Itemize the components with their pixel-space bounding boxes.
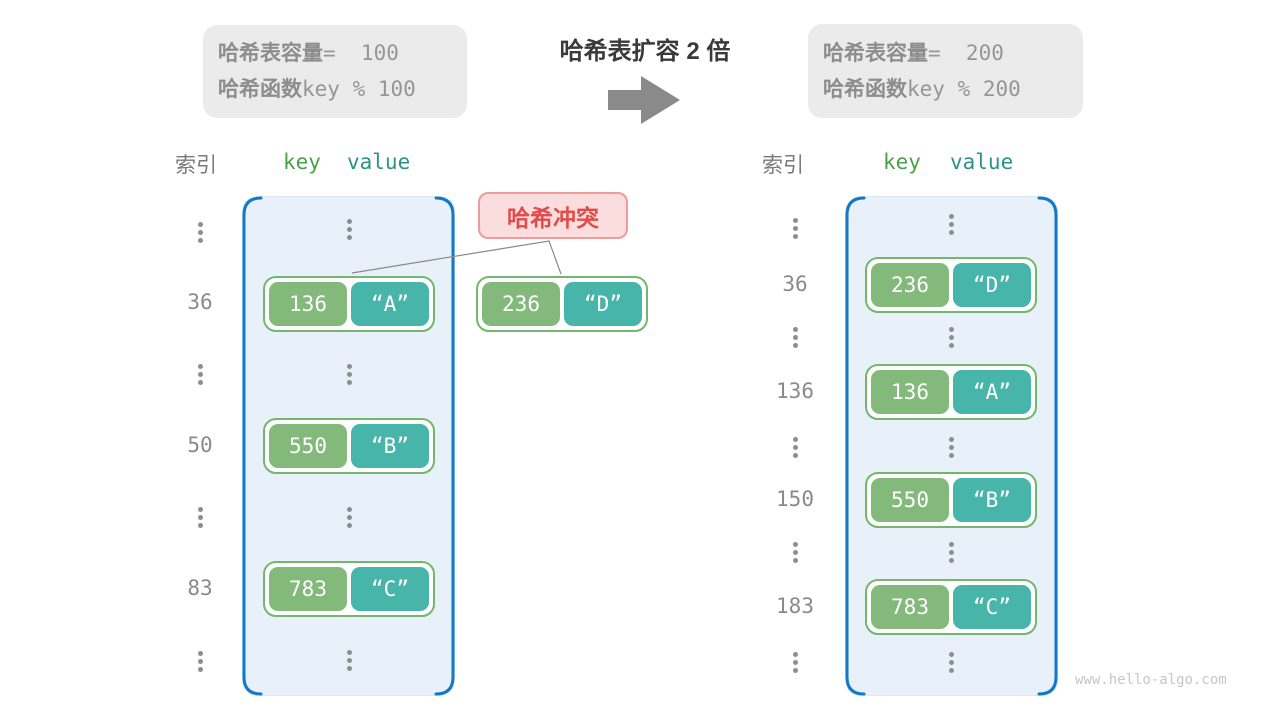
hash-function-label: 哈希函数	[218, 78, 302, 101]
bucket-bracket-icon	[845, 196, 1057, 695]
capacity-label: 哈希表容量	[823, 41, 928, 65]
ellipsis-dots	[792, 218, 798, 239]
ellipsis-dots	[197, 651, 203, 672]
value-cell: “B”	[953, 478, 1031, 522]
key-value-pair: 136 “A”	[263, 276, 435, 332]
key-value-pair: 550 “B”	[263, 418, 435, 474]
index-label: 36	[187, 290, 213, 314]
ellipsis-dots	[197, 507, 203, 528]
ellipsis-dots	[948, 652, 954, 673]
key-cell: 550	[269, 424, 347, 468]
index-label: 183	[776, 594, 814, 618]
arrow-shaft	[608, 90, 642, 110]
right-header-key: key	[883, 150, 921, 174]
capacity-info-box-after: 哈希表容量= 200 哈希函数key % 200	[808, 24, 1083, 118]
key-cell: 783	[871, 585, 949, 629]
key-cell: 136	[269, 282, 347, 326]
ellipsis-dots	[948, 327, 954, 348]
key-value-pair: 236 “D”	[865, 257, 1037, 313]
collision-key-value-pair: 236 “D”	[476, 276, 648, 332]
ellipsis-dots	[792, 327, 798, 348]
value-cell: “D”	[564, 282, 642, 326]
right-header-value: value	[950, 150, 1014, 174]
capacity-value: = 100	[323, 41, 399, 65]
ellipsis-dots	[948, 437, 954, 458]
index-label: 83	[187, 576, 213, 600]
right-header-index: 索引	[762, 154, 804, 177]
key-cell: 550	[871, 478, 949, 522]
hash-collision-label: 哈希冲突	[478, 192, 628, 239]
value-cell: “C”	[953, 585, 1031, 629]
key-cell: 783	[269, 567, 347, 611]
index-label: 136	[776, 379, 814, 403]
ellipsis-dots	[197, 222, 203, 243]
left-header-key: key	[283, 150, 321, 174]
value-cell: “A”	[953, 370, 1031, 414]
key-value-pair: 783 “C”	[865, 579, 1037, 635]
left-header-value: value	[347, 150, 411, 174]
ellipsis-dots	[346, 507, 352, 528]
hash-function-label: 哈希函数	[823, 77, 907, 101]
value-cell: “C”	[351, 567, 429, 611]
bucket-bracket-icon	[242, 196, 454, 695]
expand-arrow-icon	[608, 76, 680, 124]
ellipsis-dots	[792, 652, 798, 673]
hash-function-value: key % 200	[907, 76, 1021, 101]
index-label: 36	[782, 272, 808, 296]
capacity-line: 哈希表容量= 100	[218, 39, 467, 68]
index-label: 50	[187, 433, 213, 457]
key-cell: 236	[482, 282, 560, 326]
ellipsis-dots	[346, 364, 352, 385]
capacity-label: 哈希表容量	[218, 42, 323, 65]
ellipsis-dots	[197, 364, 203, 385]
ellipsis-dots	[792, 437, 798, 458]
ellipsis-dots	[346, 650, 352, 671]
index-label: 150	[776, 487, 814, 511]
value-cell: “B”	[351, 424, 429, 468]
ellipsis-dots	[948, 542, 954, 563]
ellipsis-dots	[346, 219, 352, 240]
left-header-index: 索引	[175, 154, 217, 177]
key-value-pair: 783 “C”	[263, 561, 435, 617]
expand-title: 哈希表扩容 2 倍	[559, 38, 731, 65]
site-watermark: www.hello-algo.com	[1075, 672, 1227, 688]
hash-function-value: key % 100	[302, 77, 416, 101]
key-cell: 136	[871, 370, 949, 414]
value-cell: “D”	[953, 263, 1031, 307]
capacity-info-box-before: 哈希表容量= 100 哈希函数key % 100	[203, 25, 467, 118]
hash-function-line: 哈希函数key % 100	[218, 75, 467, 104]
key-value-pair: 136 “A”	[865, 364, 1037, 420]
capacity-value: = 200	[928, 40, 1004, 65]
capacity-line: 哈希表容量= 200	[823, 39, 1083, 68]
hash-function-line: 哈希函数key % 200	[823, 75, 1083, 104]
ellipsis-dots	[792, 542, 798, 563]
key-value-pair: 550 “B”	[865, 472, 1037, 528]
ellipsis-dots	[948, 214, 954, 235]
value-cell: “A”	[351, 282, 429, 326]
arrow-head	[641, 76, 680, 124]
key-cell: 236	[871, 263, 949, 307]
